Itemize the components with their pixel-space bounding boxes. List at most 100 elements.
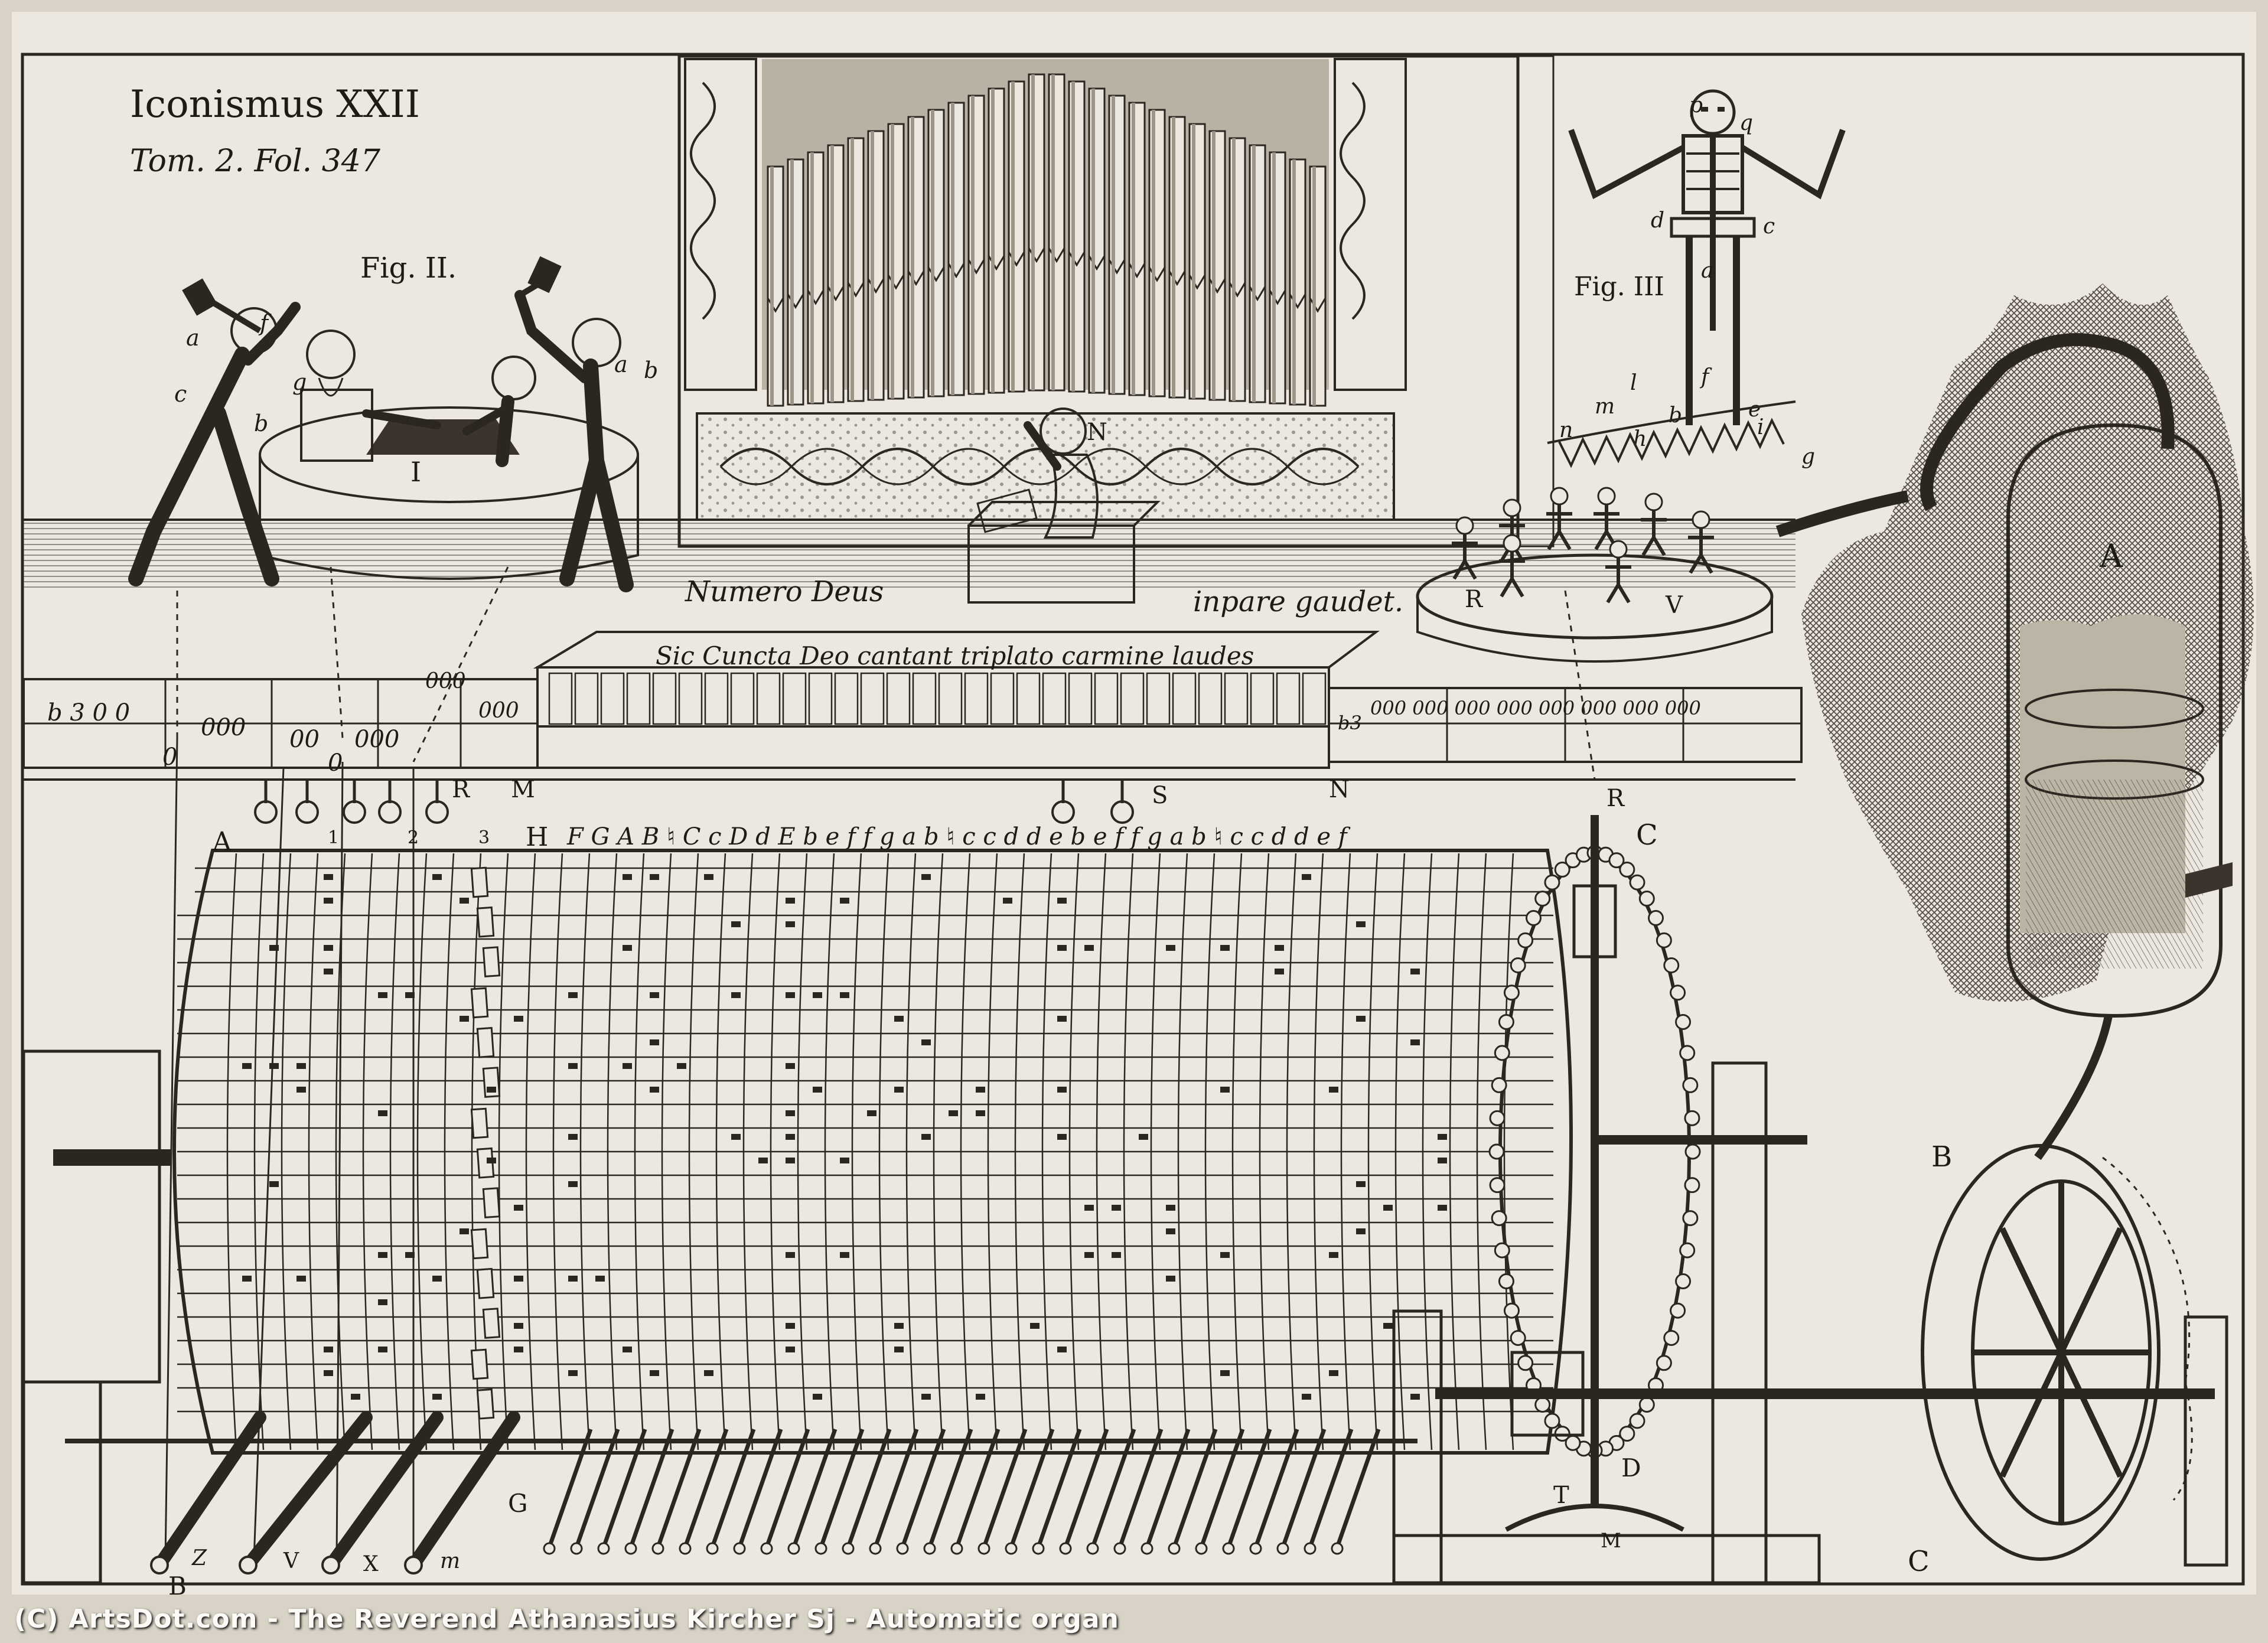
key-lever [900, 1428, 946, 1549]
organ-pipe [807, 151, 825, 405]
organ-pipes [767, 73, 1327, 407]
organ-key [730, 672, 755, 725]
skeleton-letter-l: l [1630, 371, 1637, 395]
organ-pipe [1048, 73, 1065, 392]
organ-key [1198, 672, 1223, 725]
barrel-pin [813, 1394, 822, 1400]
link-letter-r2: R [1606, 785, 1625, 812]
gear-cog [1682, 1210, 1699, 1227]
barrel-pin [1057, 1087, 1067, 1093]
barrel-pin [568, 992, 578, 998]
organ-pipe [1168, 116, 1186, 399]
organ-pipe [1228, 137, 1246, 402]
skeleton-letter-n: n [1559, 418, 1573, 442]
cipher-left-d: 000 [354, 726, 399, 753]
barrel-pin [1329, 1087, 1338, 1093]
gear-cog [1608, 852, 1625, 869]
barrel-pin [514, 1016, 523, 1022]
organ-key [808, 672, 833, 725]
barrel-pin [1112, 1205, 1121, 1211]
skeleton-letter-d: d [1651, 208, 1664, 233]
reservoir-letter-a: A [2099, 537, 2123, 575]
organ-pipe [988, 87, 1005, 394]
num-3: 3 [478, 827, 490, 848]
key-lever [819, 1428, 865, 1549]
gear-cog [1679, 1045, 1696, 1061]
gear-cog [1489, 1177, 1506, 1194]
organ-key [626, 672, 651, 725]
barrel-pin [296, 1063, 306, 1069]
barrel-pin [976, 1394, 985, 1400]
drum-letter-h: H [526, 822, 548, 852]
dancer [1503, 534, 1521, 553]
motto-bar: Sic Cuncta Deo cantant triplato carmine … [656, 641, 1254, 670]
organ-key [1276, 672, 1301, 725]
gear-cog [1534, 1396, 1551, 1413]
skeleton-letter-e: e [1748, 397, 1761, 422]
barrel-pin [894, 1347, 904, 1352]
barrel-pin [921, 1134, 931, 1140]
cipher-top: 000 [425, 669, 466, 693]
num-2: 2 [408, 827, 419, 848]
barrel-pin [487, 1087, 496, 1093]
barrel-pin [840, 992, 849, 998]
barrel-pin [1220, 1252, 1230, 1258]
gear-cog [1663, 1329, 1680, 1346]
barrel-pin [432, 1394, 442, 1400]
barrel-pin [378, 1252, 387, 1258]
skeleton-letter-h: h [1633, 427, 1647, 451]
link-letter-m: M [511, 776, 535, 803]
barrel-pin [650, 1039, 659, 1045]
organ-key [704, 672, 729, 725]
child-figure: N [967, 408, 1161, 604]
barrel-pin [460, 1016, 469, 1022]
organ-key [782, 672, 807, 725]
barrel-pin [731, 1134, 741, 1140]
wheel-letter-b: B [1931, 1140, 1952, 1173]
organ-key [1302, 672, 1327, 725]
organ-pipe [847, 137, 865, 402]
organ-pipe [1148, 109, 1166, 397]
gear-cog [1510, 957, 1526, 974]
key-lever [683, 1428, 729, 1549]
barrel-pin [269, 945, 279, 951]
pedal [242, 1411, 373, 1572]
barrel-pin [1030, 1323, 1040, 1329]
motto-left: Numero Deus [685, 575, 884, 608]
key-lever [873, 1428, 919, 1549]
gear-letter-d: D [1621, 1453, 1641, 1482]
gear-cog [1670, 1302, 1686, 1319]
barrel-pin [840, 1252, 849, 1258]
gear-letter-m: M [1601, 1529, 1621, 1553]
gear-cog [1663, 957, 1680, 974]
credit-strip [0, 1595, 2268, 1643]
gear-cog [1534, 891, 1551, 907]
barrel-pin [623, 1063, 632, 1069]
barrel-pin [296, 1276, 306, 1282]
organ-pipe [907, 116, 925, 399]
organ-key [548, 672, 573, 725]
dancer [1692, 510, 1710, 529]
barrel-pin [242, 1063, 252, 1069]
cipher-right-b: 000 000 000 000 000 000 000 000 [1370, 697, 1701, 719]
key-lever [1253, 1428, 1299, 1549]
organ-key [1172, 672, 1197, 725]
barrel-pin [1166, 1276, 1175, 1282]
barrel-pin [786, 898, 795, 904]
key-lever [1226, 1428, 1272, 1549]
barrel-pin [894, 1087, 904, 1093]
barrel-pin [921, 1039, 931, 1045]
barrel-pin [1220, 1370, 1230, 1376]
organ-key [964, 672, 989, 725]
organ-key [1120, 672, 1145, 725]
key-lever [1036, 1428, 1082, 1549]
gear-cog [1638, 891, 1655, 907]
smith-letter-b: b [254, 410, 268, 436]
key-lever [1063, 1428, 1109, 1549]
hammer-icon [182, 278, 217, 316]
organ-pipe [1269, 151, 1286, 405]
organ-keyboard: Sic Cuncta Deo cantant triplato carmine … [533, 631, 1380, 769]
skeleton-letter-a: a [1701, 259, 1713, 283]
barrel-pin [623, 945, 632, 951]
barrel-pin [976, 1087, 985, 1093]
